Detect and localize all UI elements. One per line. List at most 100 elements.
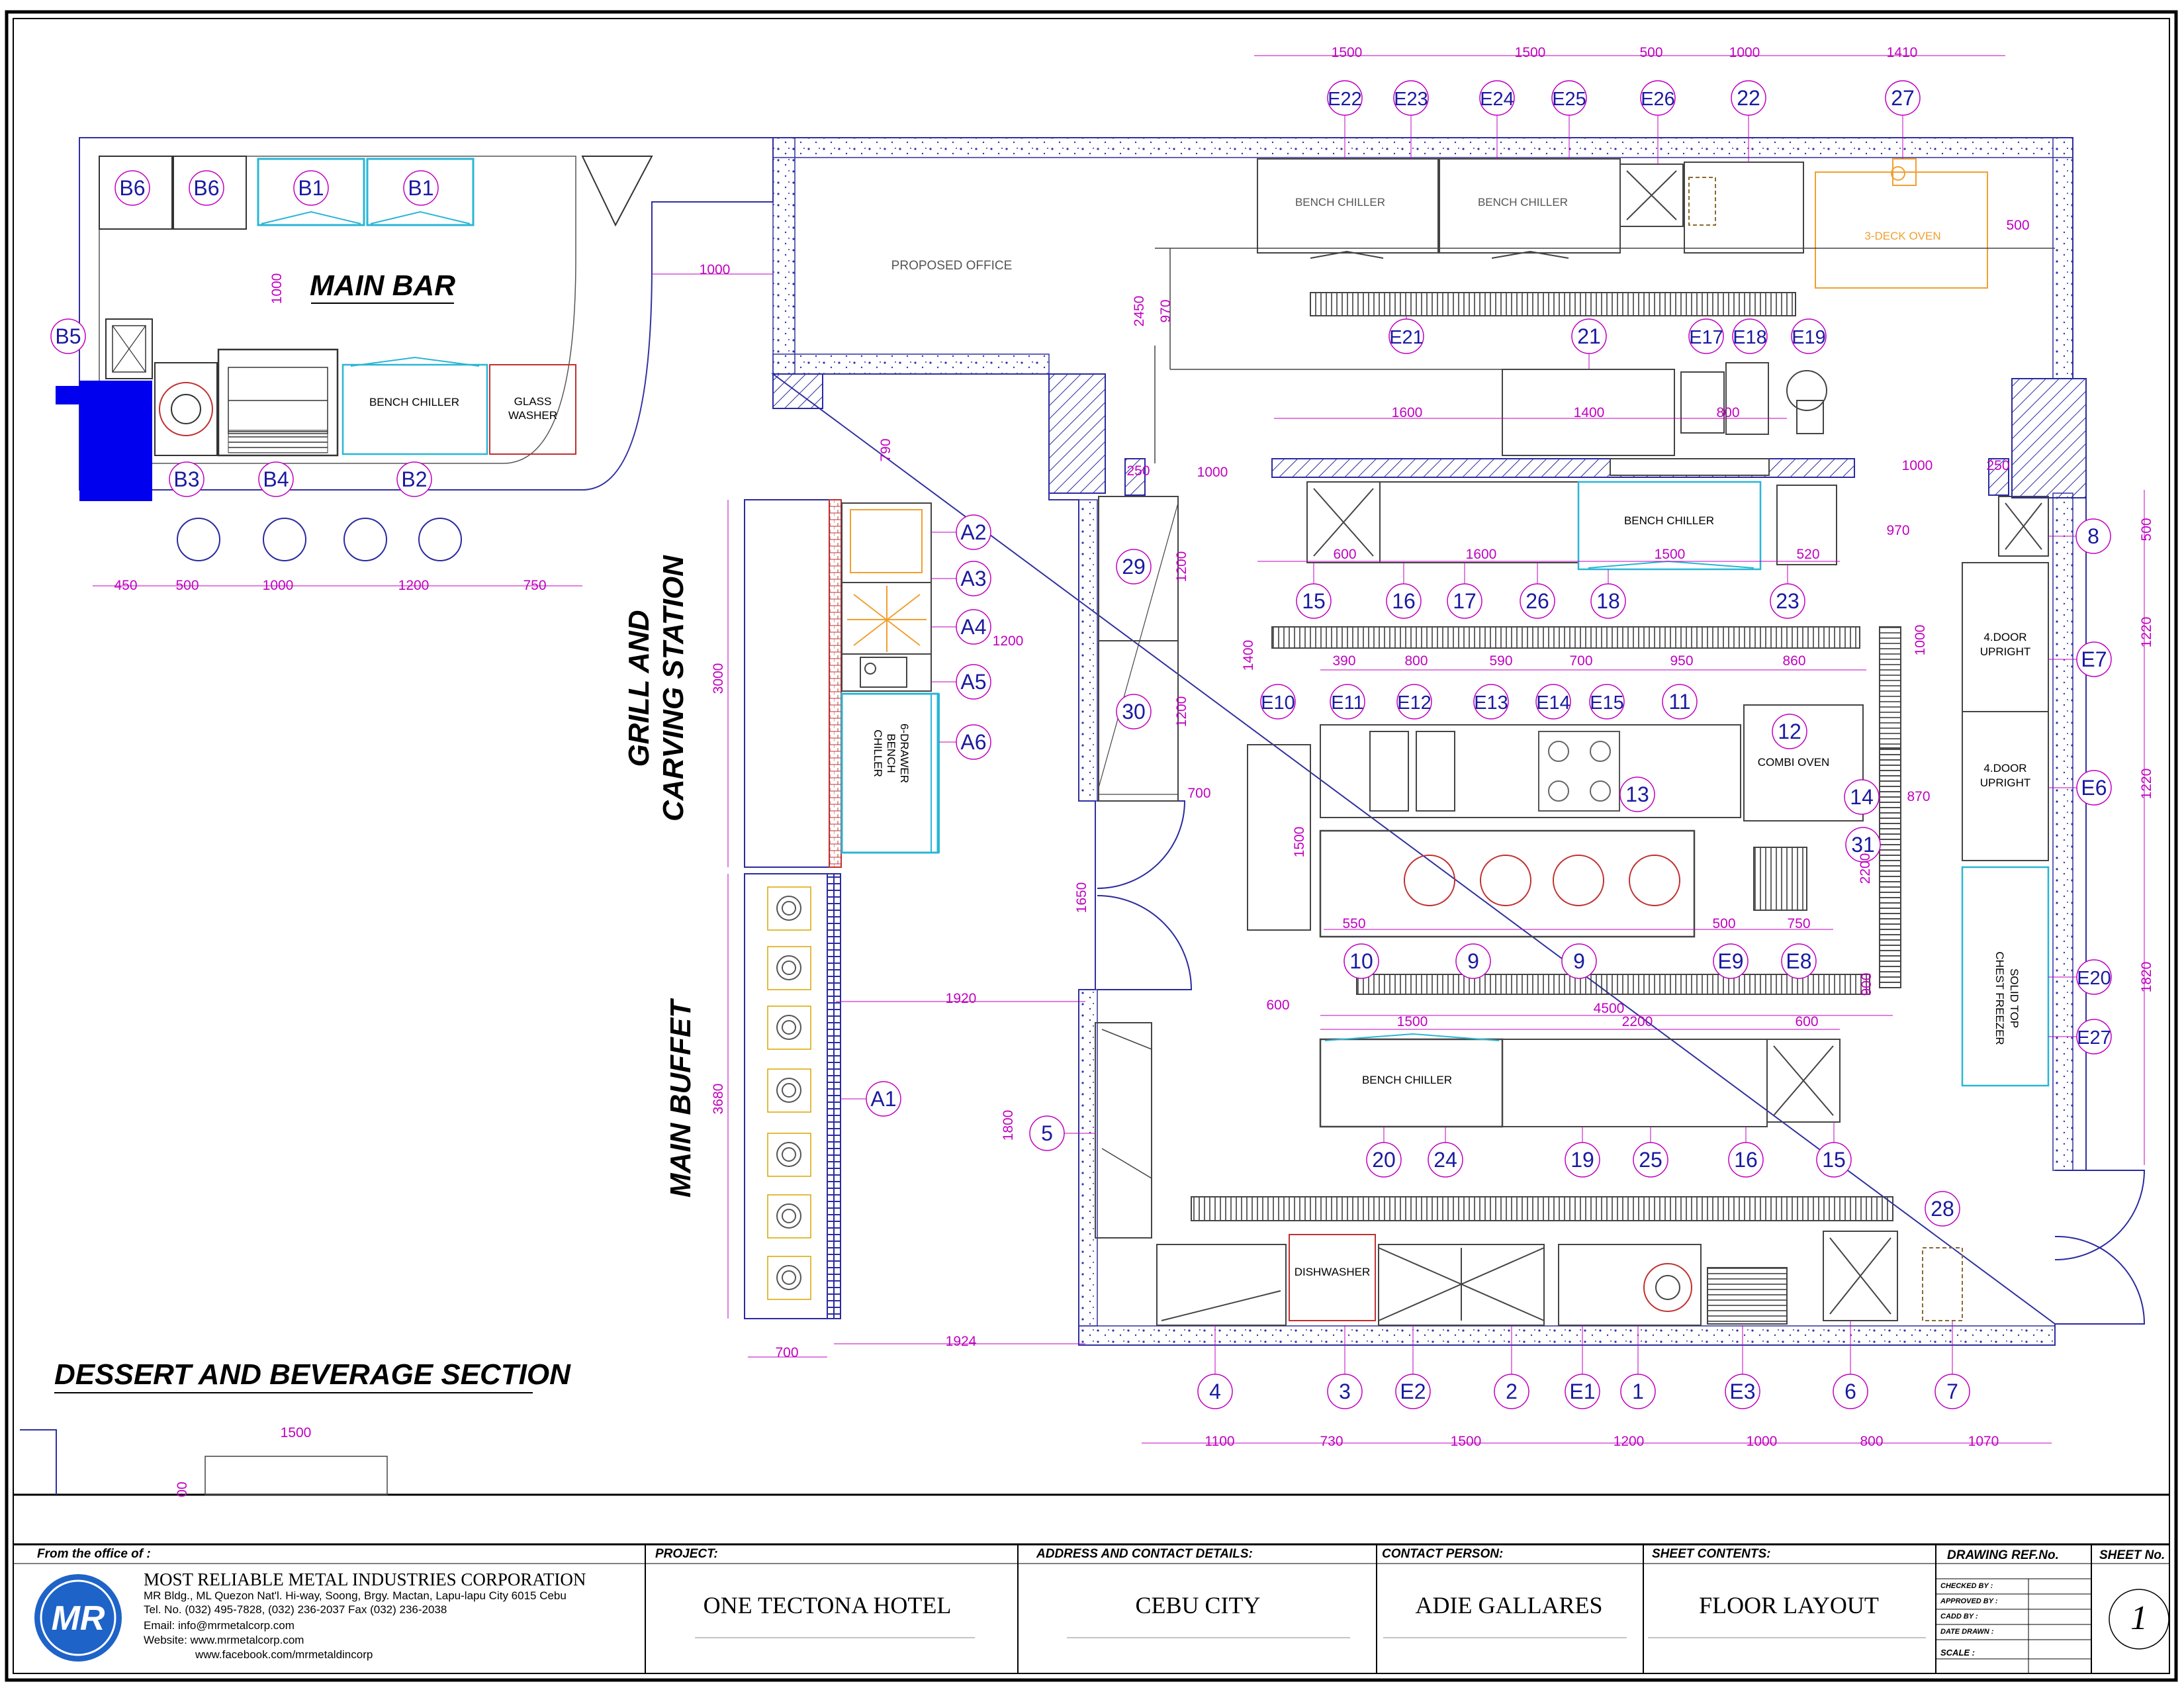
equipment-tag-label: 14 bbox=[1850, 785, 1874, 809]
equipment-tag: 15 bbox=[1816, 1142, 1852, 1178]
dimension-label: 600 bbox=[1333, 547, 1356, 562]
equipment-tag-circle bbox=[1296, 583, 1332, 619]
equipment-tag-label: 26 bbox=[1525, 589, 1549, 613]
upright-label-e6-1: 4.DOOR bbox=[1983, 762, 2026, 774]
dimension-label: 1070 bbox=[1968, 1434, 1999, 1449]
equipment-tag: E13 bbox=[1473, 684, 1509, 720]
kitchen-walls bbox=[770, 137, 2146, 1346]
dimension-label: 1600 bbox=[1466, 547, 1497, 562]
dimension-label: 970 bbox=[1158, 299, 1173, 322]
dimension-label: 1220 bbox=[2139, 617, 2154, 648]
equipment-tag: 5 bbox=[1029, 1115, 1065, 1151]
dimension-label: 700 bbox=[1187, 786, 1210, 801]
equipment-tag-circle bbox=[1197, 1374, 1233, 1409]
equipment-tag-label: 12 bbox=[1778, 720, 1801, 743]
equipment-tag-label: 30 bbox=[1122, 700, 1146, 724]
drawer-chiller-label-1: 6-DRAWER bbox=[898, 724, 911, 783]
equipment-tag: 7 bbox=[1934, 1374, 1970, 1409]
approved-by-label: APPROVED BY : bbox=[1940, 1597, 1998, 1605]
equipment-tag: E23 bbox=[1393, 80, 1429, 116]
equipment-tag: E27 bbox=[2076, 1019, 2112, 1055]
equipment-tag-circle bbox=[169, 461, 205, 497]
equipment-tag-circle bbox=[1366, 1142, 1402, 1178]
dimension-label: 1500 bbox=[1655, 547, 1686, 562]
dimension-label: 1200 bbox=[1174, 696, 1189, 727]
equipment-tag-label: 17 bbox=[1453, 589, 1477, 613]
equipment-tag-label: B2 bbox=[401, 467, 427, 491]
main-bar-area bbox=[56, 137, 774, 561]
equipment-tag-label: 29 bbox=[1122, 555, 1146, 579]
equipment-tag-label: 25 bbox=[1639, 1148, 1662, 1172]
equipment-tag: E21 bbox=[1388, 318, 1424, 354]
equipment-tag-circle bbox=[1688, 318, 1724, 354]
dimension-label: 1200 bbox=[398, 578, 430, 593]
equipment-tag-circle bbox=[866, 1081, 901, 1117]
blue-block bbox=[79, 381, 152, 501]
equipment-tag: E1 bbox=[1565, 1374, 1600, 1409]
equipment-tag-label: 19 bbox=[1570, 1148, 1594, 1172]
scale-label: SCALE : bbox=[1940, 1648, 1975, 1658]
equipment-tag-label: A4 bbox=[960, 615, 986, 639]
dimension-label: 500 bbox=[1712, 916, 1735, 931]
equipment-tag-label: 18 bbox=[1596, 589, 1620, 613]
equipment-tag-label: E25 bbox=[1552, 89, 1586, 110]
equipment-tag: 10 bbox=[1343, 943, 1379, 979]
equipment-tag: 19 bbox=[1565, 1142, 1600, 1178]
equipment-tag-label: 11 bbox=[1668, 690, 1690, 714]
equipment-tag-label: E19 bbox=[1792, 327, 1826, 348]
dimension-label: 3000 bbox=[711, 663, 726, 694]
equipment-tag-label: B1 bbox=[408, 176, 433, 200]
dimension-label: 1500 bbox=[1451, 1434, 1482, 1449]
combi-oven-label: COMBI OVEN bbox=[1758, 756, 1830, 769]
equipment-tag: A3 bbox=[956, 561, 991, 596]
equipment-tag-circle bbox=[1116, 549, 1152, 585]
equipment-tag-label: 16 bbox=[1392, 589, 1416, 613]
dimension-label: 950 bbox=[1670, 653, 1693, 669]
equipment-tag-label: 4 bbox=[1209, 1380, 1221, 1403]
equipment-tag-circle bbox=[1772, 714, 1807, 749]
equipment-tag-circle bbox=[2075, 518, 2111, 554]
dimension-label: 1000 bbox=[1729, 45, 1760, 60]
equipment-tag: A2 bbox=[956, 514, 991, 550]
dimension-label: 500 bbox=[2006, 218, 2029, 233]
equipment-tag: E17 bbox=[1688, 318, 1724, 354]
equipment-tag: 24 bbox=[1428, 1142, 1463, 1178]
equipment-tag-circle bbox=[1816, 1142, 1852, 1178]
company-logo: MR bbox=[34, 1574, 122, 1662]
title-block-lines bbox=[13, 1544, 2169, 1673]
equipment-tag-circle bbox=[2076, 770, 2112, 806]
dimension-label: 750 bbox=[523, 578, 546, 593]
address-value: CEBU CITY bbox=[1135, 1592, 1261, 1618]
equipment-tag-circle bbox=[956, 724, 991, 760]
equipment-tag-label: 31 bbox=[1851, 833, 1875, 857]
dimension-label: 600 bbox=[1266, 998, 1289, 1013]
equipment-tag-label: E13 bbox=[1474, 692, 1508, 714]
equipment-tag-label: B6 bbox=[193, 176, 219, 200]
equipment-tag: E24 bbox=[1479, 80, 1515, 116]
equipment-tag-label: 3 bbox=[1339, 1380, 1351, 1403]
dimension-label: 2200 bbox=[1622, 1014, 1653, 1029]
equipment-tag-label: A1 bbox=[870, 1087, 896, 1111]
bench-chiller-label-e22: BENCH CHILLER bbox=[1295, 196, 1385, 209]
equipment-tag-label: E27 bbox=[2077, 1027, 2111, 1049]
equipment-tag-label: E26 bbox=[1641, 89, 1675, 110]
dimension-label: 250 bbox=[1126, 463, 1150, 479]
logo-text: MR bbox=[52, 1599, 105, 1638]
dimension-label: 800 bbox=[1404, 653, 1428, 669]
equipment-tag-circle bbox=[1565, 1142, 1600, 1178]
equipment-tag: E12 bbox=[1396, 684, 1432, 720]
equipment-tag-circle bbox=[1551, 80, 1587, 116]
equipment-tag: B6 bbox=[114, 170, 150, 206]
equipment-tag: 3 bbox=[1327, 1374, 1363, 1409]
dimension-label: 1000 bbox=[1197, 465, 1228, 480]
dimension-label: 1000 bbox=[1913, 625, 1928, 656]
glass-washer-label-2: WASHER bbox=[508, 409, 557, 422]
equipment-tag: 30 bbox=[1116, 694, 1152, 729]
equipment-tag-label: E23 bbox=[1394, 89, 1428, 110]
bench-chiller-label-e24: BENCH CHILLER bbox=[1478, 196, 1568, 209]
equipment-tag-label: E14 bbox=[1536, 692, 1570, 714]
from-office-label: From the office of : bbox=[37, 1547, 151, 1561]
equipment-tag-label: B5 bbox=[55, 324, 81, 348]
equipment-tag-label: 6 bbox=[1844, 1380, 1856, 1403]
equipment-tag-label: B3 bbox=[173, 467, 199, 491]
